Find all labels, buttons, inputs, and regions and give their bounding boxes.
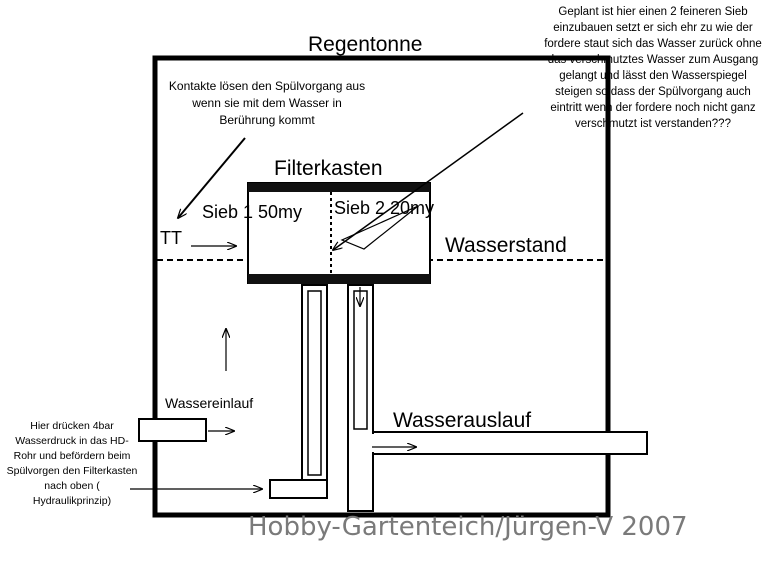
filter-box-bottom-bar [248, 274, 430, 284]
hd-pipe-outer [301, 284, 328, 486]
outlet-pipe-junction [368, 434, 380, 452]
sieve-2-label: Sieb 2 20my [334, 198, 435, 218]
water-outlet-label: Wasserauslauf [393, 409, 532, 432]
pointer-to-sieve-2 [333, 112, 524, 250]
planned-sieve-note: Geplant ist hier einen 2 feineren Sieb e… [544, 6, 762, 130]
watermark: Hobby-Gartenteich/Jürgen-V 2007 [248, 512, 688, 542]
filter-box-title: Filterkasten [274, 157, 383, 180]
pointer-to-sieve-2-wedge [340, 205, 419, 250]
outlet-pipe-horizontal [372, 431, 648, 455]
rain-barrel-title: Regentonne [308, 33, 423, 56]
pointer-to-contacts [178, 137, 246, 218]
water-inlet-label: Wassereinlauf [165, 395, 254, 411]
pressure-note: Hier drücken 4bar Wasserdruck in das HD-… [6, 420, 138, 507]
filter-box-top-bar [248, 183, 430, 192]
rain-barrel-outline [152, 55, 611, 518]
contacts-note: Kontakte lösen den Spülvorgang aus wenn … [168, 79, 366, 127]
inlet-pipe [138, 418, 207, 442]
hd-pipe-inner [307, 290, 322, 476]
water-level-label: Wasserstand [445, 234, 567, 257]
filter-box [247, 182, 431, 284]
pressure-connector [269, 479, 328, 499]
contacts-symbol: TT [160, 228, 182, 248]
sieve-1-label: Sieb 1 50my [202, 202, 303, 222]
outlet-pipe-outer [347, 284, 374, 512]
